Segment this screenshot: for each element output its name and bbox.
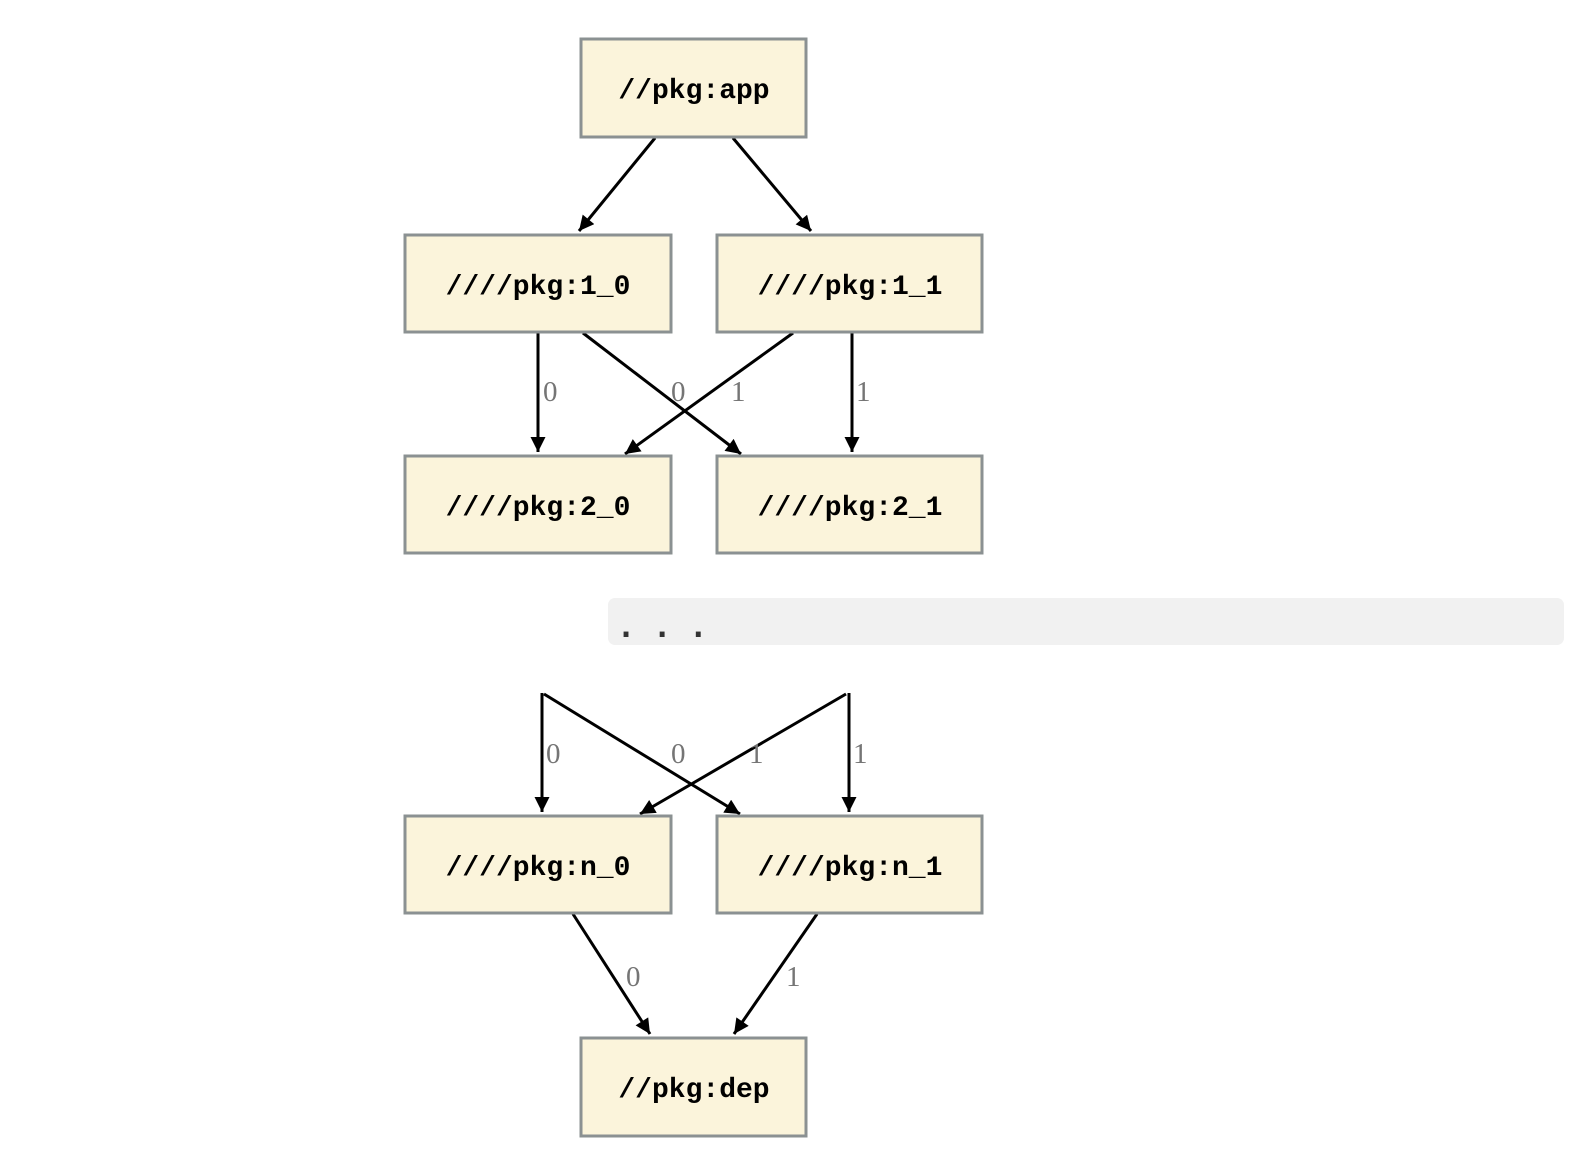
node-n_0: ////pkg:n_0 xyxy=(403,814,673,915)
node-n_1: ////pkg:n_1 xyxy=(715,814,984,915)
edge-1_1-to-2_0 xyxy=(624,331,794,456)
node-2_1-box xyxy=(715,454,984,555)
edge-elided-to-n_1-cross xyxy=(543,692,741,816)
node-2_1: ////pkg:2_1 xyxy=(715,454,984,555)
node-dep-box xyxy=(579,1036,808,1138)
ellipsis-band xyxy=(608,598,1564,645)
node-n_0-box xyxy=(403,814,673,915)
node-2_0-label: ////pkg:2_0 xyxy=(446,493,631,524)
edge-app-to-1_1 xyxy=(731,137,813,232)
node-app-box xyxy=(579,37,808,139)
node-1_0-box xyxy=(403,233,673,334)
ellipsis-dots: . . . xyxy=(617,610,707,645)
edge-label-n_0-to-dep: 0 xyxy=(626,961,641,993)
edge-label-elided-to-n_1: 1 xyxy=(853,738,868,770)
edge-label-1_1-to-2_0: 0 xyxy=(671,376,686,408)
edge-n_0-to-dep xyxy=(571,913,652,1035)
edge-label-elided-to-n_1-cross: 1 xyxy=(749,738,764,770)
node-n_0-label: ////pkg:n_0 xyxy=(446,853,631,884)
edge-app-to-1_0 xyxy=(577,137,657,232)
node-dep-label: //pkg:dep xyxy=(618,1075,769,1106)
edge-elided-to-n_0-cross xyxy=(639,692,847,816)
node-2_0-box xyxy=(403,454,673,555)
edge-label-elided-to-n_0: 0 xyxy=(546,738,561,770)
edge-label-1_1-to-2_1: 1 xyxy=(856,376,871,408)
node-1_1: ////pkg:1_1 xyxy=(715,233,984,334)
edge-n_1-to-dep xyxy=(732,913,819,1035)
node-1_1-label: ////pkg:1_1 xyxy=(758,272,943,303)
edge-label-1_0-to-2_1: 1 xyxy=(731,376,746,408)
node-app-label: //pkg:app xyxy=(618,76,769,107)
node-1_0-label: ////pkg:1_0 xyxy=(446,272,631,303)
node-2_1-label: ////pkg:2_1 xyxy=(758,493,943,524)
node-1_1-box xyxy=(715,233,984,334)
edge-label-1_0-to-2_0: 0 xyxy=(543,376,558,408)
node-1_0: ////pkg:1_0 xyxy=(403,233,673,334)
node-n_1-box xyxy=(715,814,984,915)
edge-1_0-to-2_1 xyxy=(582,331,742,456)
node-2_0: ////pkg:2_0 xyxy=(403,454,673,555)
node-n_1-label: ////pkg:n_1 xyxy=(758,853,943,884)
node-dep: //pkg:dep xyxy=(579,1036,808,1138)
node-app: //pkg:app xyxy=(579,37,808,139)
edge-label-n_1-to-dep: 1 xyxy=(786,961,801,993)
edge-label-elided-to-n_0-cross: 0 xyxy=(671,738,686,770)
